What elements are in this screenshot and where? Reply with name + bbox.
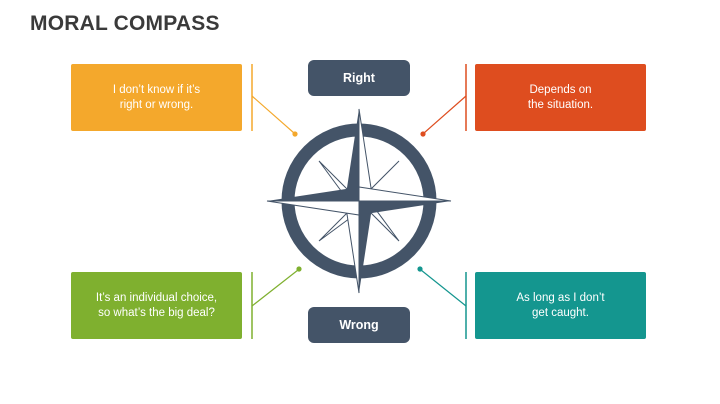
dot-bottom-left: [296, 266, 302, 272]
box-top-left-text: I don’t know if it’s right or wrong.: [112, 83, 201, 111]
box-bottom-right-text: As long as I don’t get caught.: [516, 291, 605, 319]
connector-top-left: [251, 95, 295, 134]
box-top-left: I don’t know if it’s right or wrong.: [71, 64, 242, 131]
dot-bottom-right: [417, 266, 423, 272]
dot-top-right: [420, 131, 426, 137]
box-bottom-left-text: It’s an individual choice, so what’s the…: [95, 291, 218, 319]
label-right: Right: [308, 60, 410, 96]
connector-top-right: [423, 95, 467, 134]
label-wrong: Wrong: [308, 307, 410, 343]
dot-top-left: [292, 131, 298, 137]
box-bottom-left: It’s an individual choice, so what’s the…: [71, 272, 242, 339]
connector-bottom-left: [251, 269, 299, 307]
box-top-right-text: Depends on the situation.: [527, 83, 594, 111]
box-bottom-right: As long as I don’t get caught.: [475, 272, 646, 339]
compass-rose-icon: [266, 108, 452, 294]
box-top-right: Depends on the situation.: [475, 64, 646, 131]
connector-bottom-right: [420, 269, 467, 307]
slide-title: MORAL COMPASS: [30, 12, 220, 35]
